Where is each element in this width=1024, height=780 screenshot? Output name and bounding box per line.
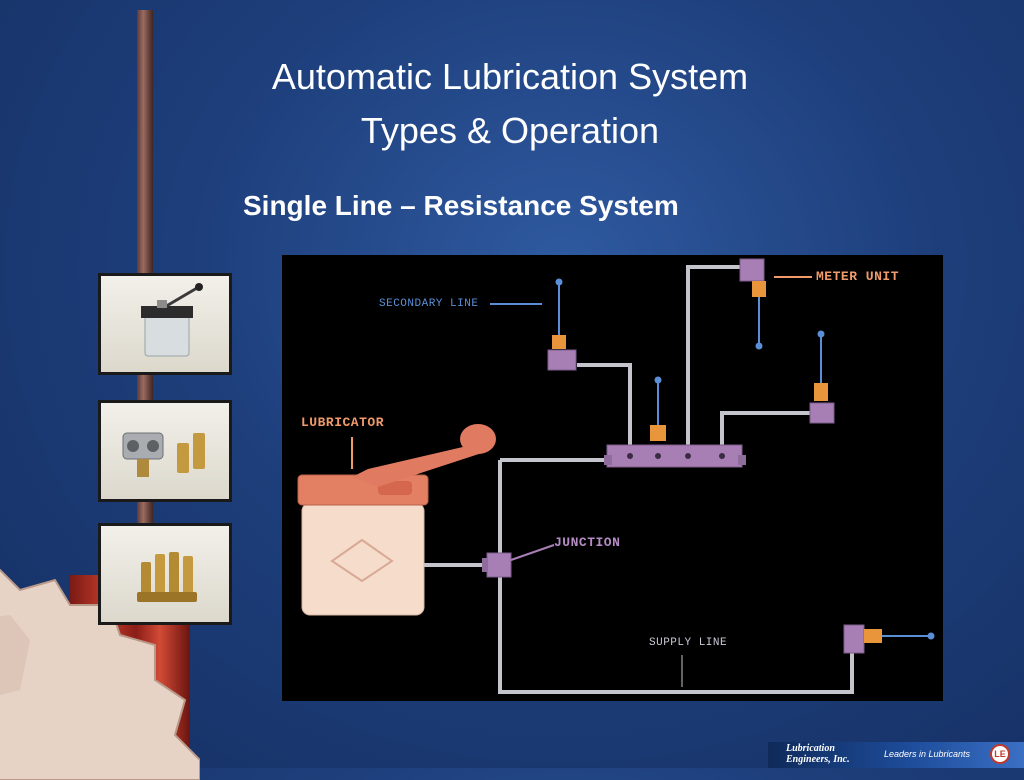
label-secondary-line: SECONDARY LINE xyxy=(379,298,479,310)
label-meter-unit: METER UNIT xyxy=(816,269,900,284)
footer-brand-bar: Lubrication Engineers, Inc. Leaders in L… xyxy=(768,742,1024,768)
meter-unit-top xyxy=(739,258,766,350)
meter-unit-secondary xyxy=(547,278,577,371)
title-line-1: Automatic Lubrication System xyxy=(271,56,749,97)
label-junction: JUNCTION xyxy=(554,535,621,550)
thumbnail-meter-units xyxy=(98,523,232,625)
label-supply-line: SUPPLY LINE xyxy=(649,637,728,649)
title-line-2: Types & Operation xyxy=(360,110,660,151)
lubrication-diagram: METER UNIT SECONDARY LINE LUBRICATOR JUN… xyxy=(282,255,943,701)
lubricator-pump-photo-icon xyxy=(141,283,203,357)
manifold-block xyxy=(604,376,746,468)
brand-logo-icon: LE xyxy=(990,744,1010,764)
lubricator-unit xyxy=(297,424,496,616)
slide-title: Automatic Lubrication System Types & Ope… xyxy=(150,50,870,158)
junction-fitting xyxy=(482,544,555,578)
brand-name: Lubrication Engineers, Inc. xyxy=(786,743,850,765)
meter-units-photo-icon xyxy=(137,552,197,602)
meter-unit-bottom xyxy=(843,624,935,654)
brand-tagline: Leaders in Lubricants xyxy=(884,749,971,759)
thumbnail-lubricator xyxy=(98,273,232,375)
decorative-gear-icon xyxy=(0,568,200,780)
thumbnail-junction xyxy=(98,400,232,502)
diagram-drawing xyxy=(297,258,935,694)
meter-unit-right xyxy=(809,330,835,424)
brand-line-1: Lubrication xyxy=(786,743,835,754)
brand-line-2: Engineers, Inc. xyxy=(786,754,850,765)
junction-block-photo-icon xyxy=(122,432,205,477)
label-lubricator: LUBRICATOR xyxy=(301,415,385,430)
slide-subtitle: Single Line – Resistance System xyxy=(243,190,679,221)
